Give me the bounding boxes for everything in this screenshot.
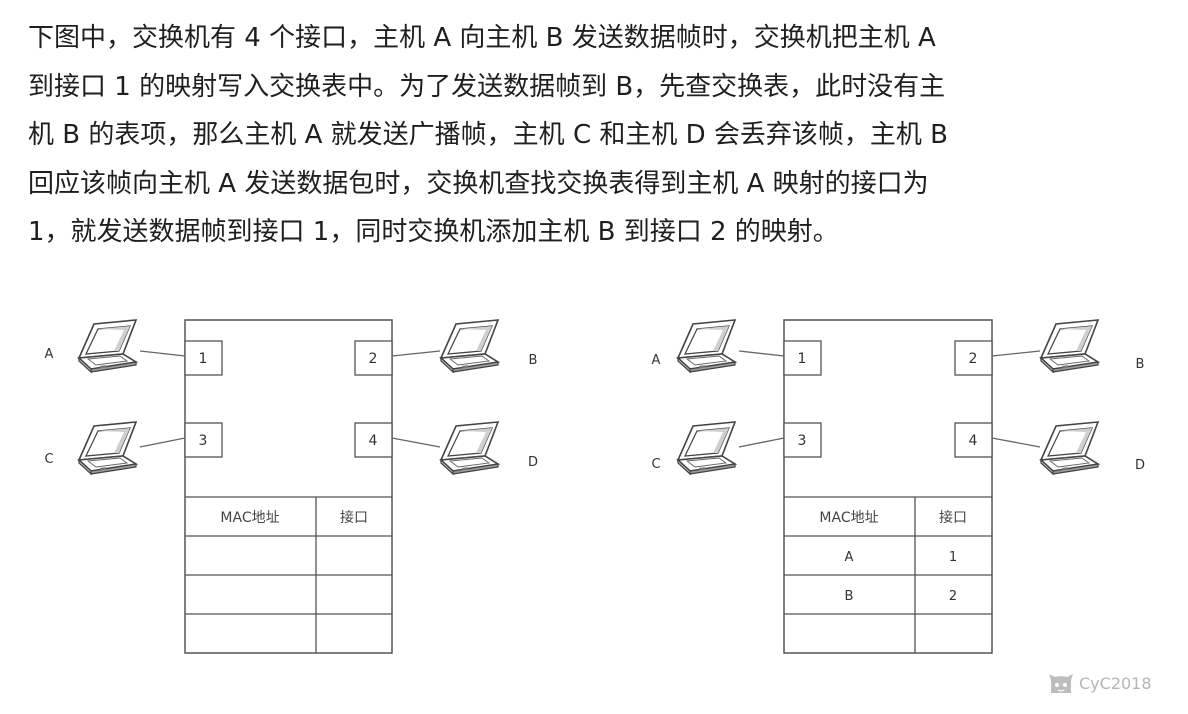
laptop-icon [677, 421, 736, 475]
laptop-icon [78, 421, 137, 475]
laptop-icon [440, 421, 499, 475]
link-b [991, 350, 1041, 357]
link-c [738, 437, 785, 448]
watermark: CyC2018 [1048, 672, 1152, 694]
port-label-1: 1 [199, 351, 208, 367]
link-c [139, 437, 186, 448]
port-label-2: 2 [969, 351, 978, 367]
port-box-1: 1 [783, 340, 822, 376]
explanation-paragraph: 下图中，交换机有 4 个接口，主机 A 向主机 B 发送数据帧时，交换机把主机 … [28, 14, 1163, 257]
host-label-b: B [529, 353, 538, 368]
link-a [139, 350, 186, 357]
host-label-c: C [651, 457, 660, 472]
github-cat-icon [1049, 674, 1073, 693]
paragraph-line: 回应该帧向主机 A 发送数据包时，交换机查找交换表得到主机 A 映射的接口为 [28, 168, 929, 199]
link-d [991, 437, 1041, 448]
table-cell-port: 1 [949, 550, 957, 565]
port-box-1: 1 [184, 340, 223, 376]
port-box-2: 2 [954, 340, 993, 376]
port-label-4: 4 [969, 433, 978, 449]
link-b [391, 350, 441, 357]
switch-table: MAC地址 接口 A 1 B 2 [784, 496, 992, 653]
port-box-3: 3 [184, 422, 223, 458]
paragraph-line: 到接口 1 的映射写入交换表中。为了发送数据帧到 B，先查交换表，此时没有主 [28, 71, 946, 102]
link-a [738, 350, 785, 357]
table-cell-mac: A [845, 550, 854, 565]
table-header-port: 接口 [340, 509, 368, 526]
paragraph-line: 1，就发送数据帧到接口 1，同时交换机添加主机 B 到接口 2 的映射。 [28, 217, 839, 247]
port-label-3: 3 [798, 433, 807, 449]
link-d [391, 437, 441, 448]
table-header-mac: MAC地址 [819, 510, 878, 526]
port-label-1: 1 [798, 351, 807, 367]
host-label-a: A [652, 353, 661, 368]
laptop-icon [677, 319, 736, 373]
laptop-icon [1040, 319, 1099, 373]
port-label-4: 4 [369, 433, 378, 449]
host-label-c: C [44, 452, 53, 467]
port-box-3: 3 [783, 422, 822, 458]
paragraph-line: 下图中，交换机有 4 个接口，主机 A 向主机 B 发送数据帧时，交换机把主机 … [28, 23, 936, 53]
port-label-3: 3 [199, 433, 208, 449]
laptop-icon [440, 319, 499, 373]
table-header-port: 接口 [939, 509, 967, 526]
port-box-2: 2 [354, 340, 393, 376]
switch-diagram-after: 1 2 3 4 MAC地址 接口 A 1 B 2 [651, 319, 1145, 654]
port-label-2: 2 [369, 351, 378, 367]
host-label-d: D [1135, 458, 1145, 473]
port-box-4: 4 [354, 422, 393, 458]
laptop-icon [78, 319, 137, 373]
host-label-a: A [45, 347, 54, 362]
host-label-d: D [528, 455, 538, 470]
port-box-4: 4 [954, 422, 993, 458]
laptop-icon [1040, 421, 1099, 475]
paragraph-line: 机 B 的表项，那么主机 A 就发送广播帧，主机 C 和主机 D 会丢弃该帧，主… [28, 120, 949, 150]
host-label-b: B [1136, 357, 1145, 372]
watermark-text: CyC2018 [1079, 673, 1152, 693]
switch-table: MAC地址 接口 [185, 496, 392, 653]
table-cell-mac: B [845, 589, 854, 604]
table-header-mac: MAC地址 [220, 510, 279, 526]
switch-diagram-before: 1 2 3 4 MAC地址 接口 [44, 319, 538, 654]
table-cell-port: 2 [949, 589, 957, 604]
